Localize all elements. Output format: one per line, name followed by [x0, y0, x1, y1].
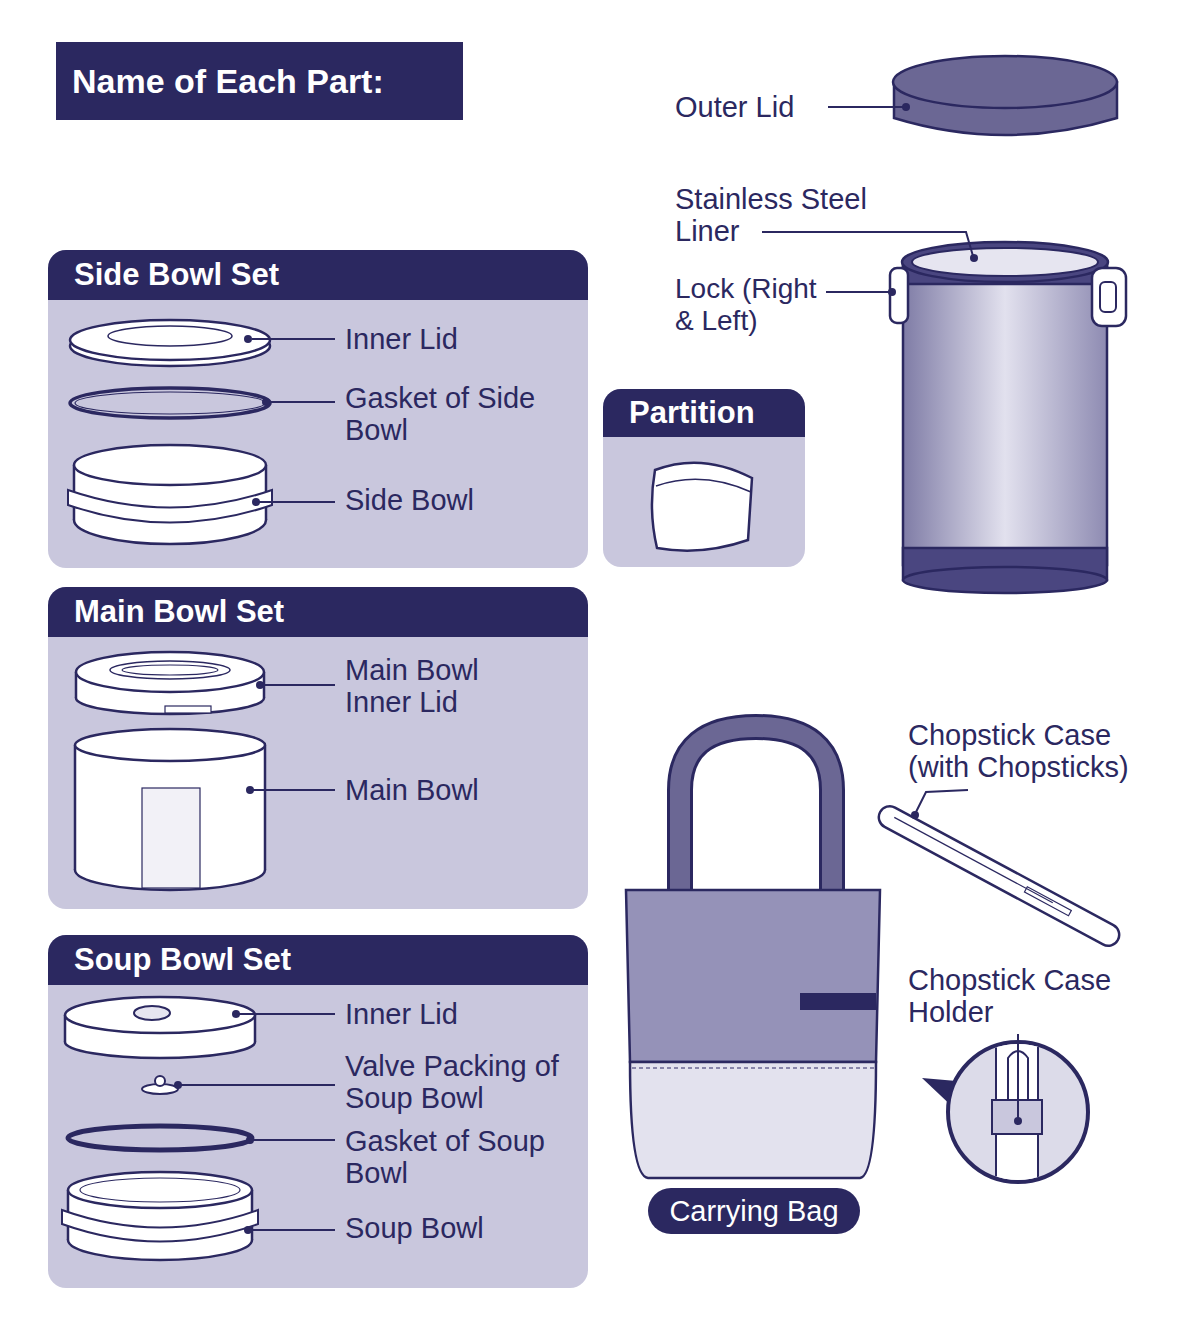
part-label: Lock (Right & Left): [675, 273, 837, 337]
set-heading: Partition: [603, 389, 805, 437]
part-name: Gasket of Soup Bowl: [345, 1125, 585, 1189]
part-label: Stainless Steel Liner: [675, 183, 905, 247]
part-name: Gasket of Side Bowl: [345, 382, 581, 446]
header-band: Partition: [603, 389, 805, 437]
title-box: Name of Each Part:: [56, 42, 463, 120]
bag-label: Carrying Bag: [669, 1195, 838, 1227]
part-label: Chopstick Case Holder: [908, 964, 1130, 1028]
part-name: Inner Lid: [345, 323, 581, 355]
header-band: Side Bowl Set: [48, 250, 588, 300]
caption-pill: Carrying Bag: [648, 1188, 860, 1234]
part-name: Inner Lid: [345, 998, 581, 1030]
header-band: Main Bowl Set: [48, 587, 588, 637]
diagram-title: Name of Each Part:: [72, 62, 384, 101]
part-label: Outer Lid: [675, 91, 825, 123]
set-heading: Main Bowl Set: [48, 587, 588, 637]
part-name: Main Bowl Inner Lid: [345, 654, 545, 718]
part-name: Main Bowl: [345, 774, 581, 806]
set-heading: Side Bowl Set: [48, 250, 588, 300]
part-set-panel: Main Bowl SetMain Bowl Inner LidMain Bow…: [48, 587, 588, 909]
part-name: Side Bowl: [345, 484, 581, 516]
soup-bowl-illustration: [48, 935, 588, 1288]
part-name: Soup Bowl: [345, 1212, 581, 1244]
part-name: Valve Packing of Soup Bowl: [345, 1050, 560, 1114]
part-set-panel: Side Bowl SetInner LidGasket of Side Bow…: [48, 250, 588, 568]
set-heading: Soup Bowl Set: [48, 935, 588, 985]
part-set-panel: Soup Bowl SetInner LidValve Packing of S…: [48, 935, 588, 1288]
header-band: Soup Bowl Set: [48, 935, 588, 985]
part-label: Chopstick Case (with Chopsticks): [908, 719, 1160, 783]
part-set-panel: Partition: [603, 389, 805, 567]
